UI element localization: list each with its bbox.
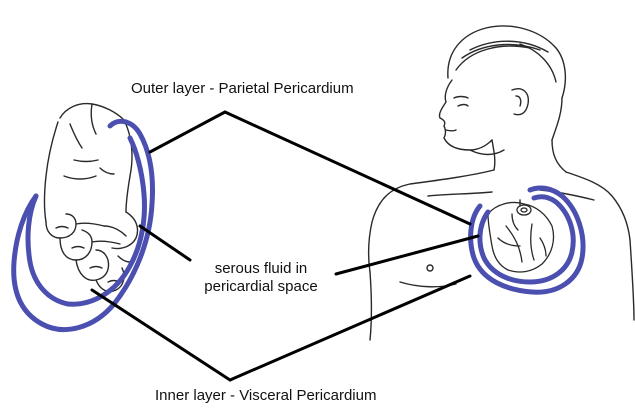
- leader-outer-to-heart: [225, 112, 470, 224]
- serous-fluid-label: serous fluid in pericardial space: [186, 260, 336, 296]
- leader-outer-to-fist: [150, 112, 225, 152]
- heart-in-chest: [488, 202, 554, 272]
- fist-sketch: [45, 104, 138, 292]
- human-figure: [369, 26, 634, 340]
- leader-serous-to-heart: [336, 236, 478, 274]
- leader-inner-to-fist: [92, 290, 230, 380]
- serous-fluid-label-line1: serous fluid in: [186, 260, 336, 278]
- inner-layer-label: Inner layer - Visceral Pericardium: [155, 387, 376, 405]
- serous-fluid-label-line2: pericardial space: [186, 278, 336, 296]
- leader-lines: [92, 112, 478, 380]
- outer-layer-label: Outer layer - Parietal Pericardium: [131, 80, 354, 98]
- heart-pericardium: [471, 188, 583, 292]
